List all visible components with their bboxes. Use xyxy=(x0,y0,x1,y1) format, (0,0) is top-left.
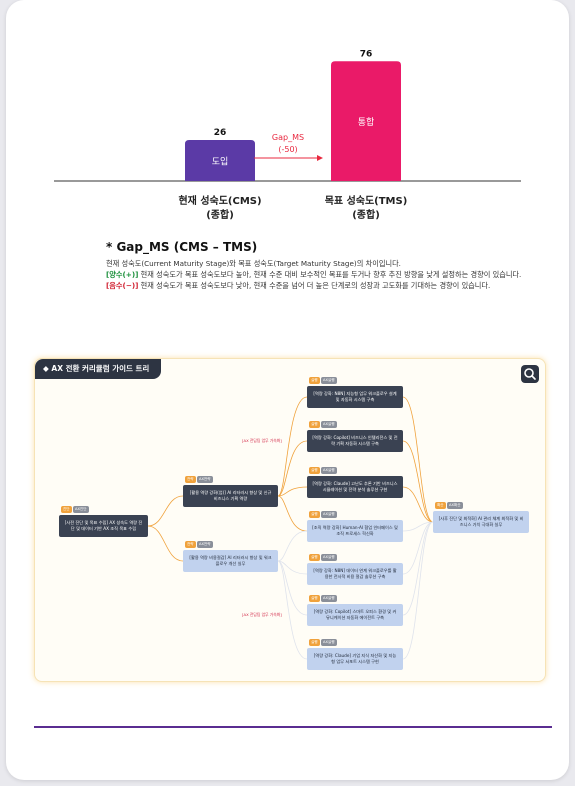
node-tag: 실행 xyxy=(309,421,320,428)
search-button[interactable] xyxy=(521,365,539,383)
gap-definition: 현재 성숙도(Current Maturity Stage)와 목표 성숙도(T… xyxy=(106,259,401,268)
gap-explanation: * Gap_MS (CMS – TMS) 현재 성숙도(Current Matu… xyxy=(106,240,526,291)
tree-node-leaf[interactable]: [역량 강화: N8N] 데이터 연계 워크플로우를 활용한 전사적 비용 절감… xyxy=(307,563,403,585)
category-label: 목표 성숙도(TMS) xyxy=(325,194,408,207)
node-tag: AX실행 xyxy=(321,639,337,646)
node-tag: AX실행 xyxy=(321,467,337,474)
gap-title: * Gap_MS (CMS – TMS) xyxy=(106,240,258,254)
negative-text: 현재 성숙도가 목표 성숙도보다 낮아, 현재 수준을 넘어 더 높은 단계로의… xyxy=(138,281,491,290)
node-tag: 진단 xyxy=(61,506,72,513)
category-label: (종합) xyxy=(352,208,380,221)
node-tag: 실행 xyxy=(309,467,320,474)
diamond-icon: ◆ xyxy=(43,364,52,373)
tree-node-final[interactable]: [사후 진단 및 최적화] AI 관리 체계 최적화 및 비즈니스 가치 극대화… xyxy=(433,511,529,533)
gap-negative: [음수(−)] 현재 성숙도가 목표 성숙도보다 낮아, 현재 수준을 넘어 더… xyxy=(106,280,526,291)
curriculum-guide-tree: ◆ AX 전환 커리큘럼 가이드 트리 xyxy=(34,358,546,682)
node-tag: 실행 xyxy=(309,595,320,602)
tree-node-mid[interactable]: [활용 역량 강화(업)] AI 리터러시 향상 및 신규 비즈니스 기획 역량 xyxy=(183,485,278,507)
node-tag: AX실행 xyxy=(321,595,337,602)
bar-value-label: 76 xyxy=(360,49,373,59)
tree-node-leaf[interactable]: [역량 강화: Copilot] 스마트 오피스 환경 및 커뮤니케이션 자동화… xyxy=(307,604,403,626)
node-tag: 전략 xyxy=(185,476,196,483)
edge-label: [AX 전담팀 업무 가속화] xyxy=(242,438,282,443)
tree-title: ◆ AX 전환 커리큘럼 가이드 트리 xyxy=(35,359,162,379)
negative-tag: [음수(−)] xyxy=(106,281,139,290)
node-tag: AX진단 xyxy=(73,506,89,513)
tree-node-leaf[interactable]: [역량 강화: N8N] 지능형 업무 워크플로우 설계 및 자동화 시스템 구… xyxy=(307,386,403,408)
tree-node-leaf[interactable]: [역량 강화: Claude] 기업 지식 자산화 및 지능형 업무 서포트 시… xyxy=(307,648,403,670)
bar-value-label: 26 xyxy=(214,128,227,138)
node-tag: AX실행 xyxy=(321,377,337,384)
tree-node-leaf[interactable]: [역량 강화: Copilot] 비즈니스 인텔리전스 및 전략 기획 자동화 … xyxy=(307,430,403,452)
node-tag: AX확산 xyxy=(447,502,463,509)
node-tag: 실행 xyxy=(309,554,320,561)
bar-2 xyxy=(331,61,401,181)
positive-text: 현재 성숙도가 목표 성숙도보다 높아, 현재 수준 대비 보수적인 목표를 두… xyxy=(138,270,522,279)
gap-annotation-label: Gap_MS xyxy=(272,133,304,142)
node-tag: 전략 xyxy=(185,541,196,548)
bar-1 xyxy=(185,140,255,181)
gap-positive: [양수(+)] 현재 성숙도가 목표 성숙도보다 높아, 현재 수준 대비 보수… xyxy=(106,269,526,280)
search-icon xyxy=(524,368,536,380)
bar-inner-label: 통합 xyxy=(358,117,375,128)
node-tag: 실행 xyxy=(309,377,320,384)
node-tag: 실행 xyxy=(309,511,320,518)
tree-node-root[interactable]: [사전 진단 및 목표 수립] AX 성숙도 역량 진단 및 데이터 기반 AX… xyxy=(59,515,148,537)
node-tag: 확산 xyxy=(435,502,446,509)
node-tag: AX실행 xyxy=(321,511,337,518)
tree-node-leaf[interactable]: [조직 역량 강화] Human-AI 협업 인터페이스 및 조직 프로세스 혁… xyxy=(307,520,403,542)
positive-tag: [양수(+)] xyxy=(106,270,139,279)
edge-label: [AX 전담팀 업무 가속화] xyxy=(242,612,282,617)
node-tag: AX실행 xyxy=(321,554,337,561)
footer-divider xyxy=(34,726,552,728)
tree-node-mid[interactable]: [활용 역량 비용절감] AI 리터러시 향상 및 워크플로우 개선 실무 xyxy=(183,550,278,572)
category-label: 현재 성숙도(CMS) xyxy=(178,194,261,207)
gap-annotation-value: (-50) xyxy=(278,145,297,154)
category-label: (종합) xyxy=(206,208,234,221)
node-tag: AX전략 xyxy=(197,541,213,548)
node-tag: AX전략 xyxy=(197,476,213,483)
node-tag: AX실행 xyxy=(321,421,337,428)
bar-inner-label: 도입 xyxy=(212,156,229,168)
node-tag: 실행 xyxy=(309,639,320,646)
tree-connectors xyxy=(147,396,434,660)
tree-node-leaf[interactable]: [역량 강화: Claude] 고난도 추론 기반 비즈니스 시뮬레이션 및 전… xyxy=(307,476,403,498)
